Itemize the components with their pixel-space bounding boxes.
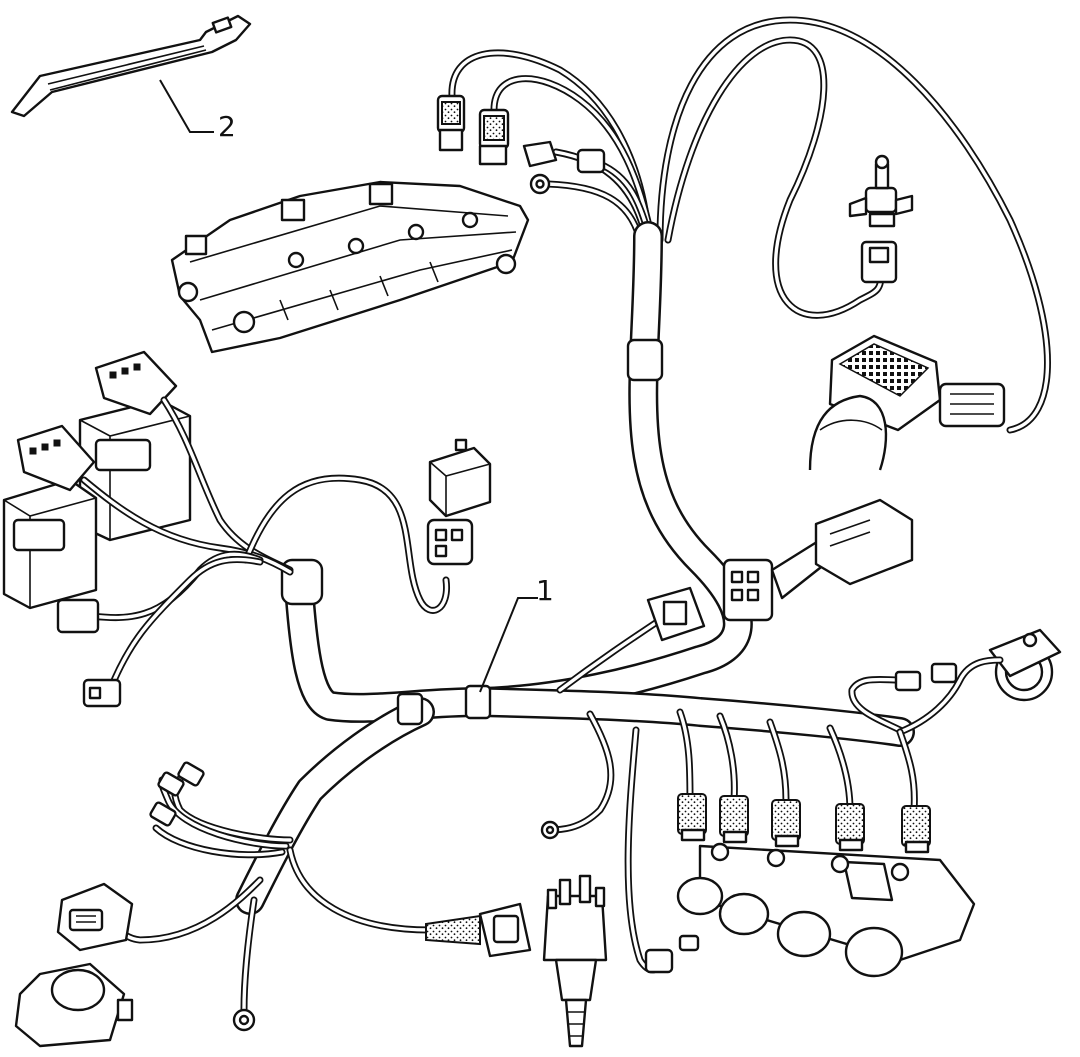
airflow-meter	[808, 334, 942, 471]
ecu-lower	[2, 478, 98, 610]
lower-left-terminals	[149, 761, 256, 1032]
mid-connector-1	[556, 586, 706, 694]
coil-connector	[56, 882, 134, 952]
intake-manifold	[676, 842, 976, 978]
ecu-connector-lower	[16, 424, 96, 492]
cable-tie	[10, 14, 252, 118]
sensor-plug	[425, 902, 532, 958]
multi-pin-connector	[722, 498, 914, 622]
main-trunk	[235, 221, 915, 915]
pressure-switch	[848, 154, 914, 228]
throttle-wires	[848, 656, 1004, 736]
lower-left-wires	[106, 772, 434, 1014]
left-connectors	[56, 598, 122, 708]
callout-leader-2	[159, 79, 214, 133]
callout-label-2: 2	[218, 110, 236, 143]
top-connectors	[436, 94, 606, 195]
ignition-coil	[14, 962, 134, 1048]
relay	[426, 438, 492, 566]
airflow-connector	[938, 382, 1006, 428]
distributor	[542, 874, 608, 1048]
callout-label-1: 1	[536, 574, 554, 607]
injector-connectors	[540, 793, 931, 974]
cylinder-head	[170, 180, 530, 354]
top-branch-wires	[448, 16, 1051, 434]
ecu-wires	[80, 396, 450, 694]
callout-leader-1	[479, 597, 538, 693]
small-connector-right	[860, 240, 898, 284]
throttle-body	[988, 628, 1062, 702]
